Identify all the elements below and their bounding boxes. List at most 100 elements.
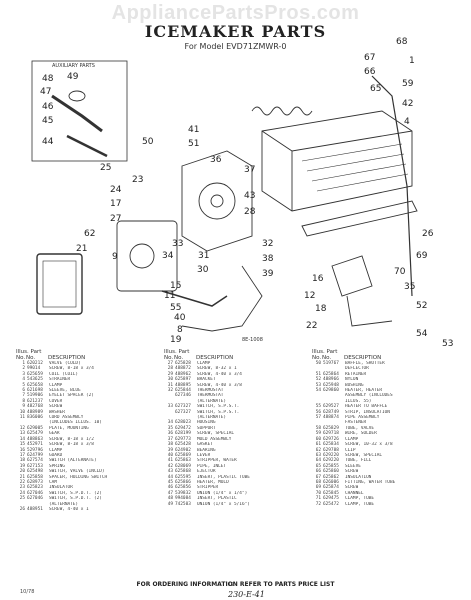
- part-description: DEFLECTOR: [345, 366, 369, 372]
- part-number: 629788: [323, 447, 339, 453]
- part-description: SPACER, HOLDING SWITCH: [49, 474, 108, 480]
- part-description: GASKET: [197, 442, 213, 448]
- valve-tube-shape: [346, 295, 393, 327]
- illus-no: 4: [22, 377, 25, 383]
- part-description: COVER: [49, 398, 63, 404]
- part-description: EYELET SPACER (2): [49, 393, 94, 399]
- part-number: 624799: [27, 452, 43, 458]
- illus-no: 16: [19, 447, 25, 453]
- part-description: SWITCH (ALTERNATE): [49, 458, 97, 464]
- cam-shape: [129, 243, 155, 269]
- part-number: 625869: [175, 452, 191, 458]
- part-number: 488872: [175, 366, 191, 372]
- part-number: 625823: [27, 485, 43, 491]
- lever-shape: [161, 290, 228, 307]
- part-number: 624902: [175, 447, 191, 453]
- part-description: GUARD: [49, 452, 63, 458]
- part-description: NYLON: [345, 377, 359, 383]
- illus-no: 68: [315, 479, 321, 485]
- callout-47: 47: [40, 87, 51, 97]
- callout-51: 51: [188, 139, 199, 149]
- part-number: 742503: [175, 501, 191, 507]
- illus-no: 58: [315, 425, 321, 431]
- callout-12: 12: [304, 291, 315, 301]
- illus-no: 28: [167, 366, 173, 372]
- part-description: SCREW, 4-40 x 3/8: [197, 382, 242, 388]
- part-description: GEAR: [49, 431, 60, 437]
- handwritten-note: 230-E-41: [228, 590, 265, 599]
- callout-43: 43: [244, 191, 255, 201]
- part-number: 625864: [323, 371, 339, 377]
- part-number: 488951: [27, 506, 43, 512]
- part-number: 628749: [323, 409, 339, 415]
- part-number: 625428: [175, 442, 191, 448]
- part-number: 488863: [27, 436, 43, 442]
- part-description: WASHER: [49, 409, 65, 415]
- part-description: BEARING: [197, 447, 216, 453]
- part-description: CAM: [49, 479, 57, 485]
- part-description: SCREW, SPECIAL: [197, 431, 235, 437]
- illus-no: 12: [19, 425, 25, 431]
- part-number: 625948: [323, 382, 339, 388]
- illus-no: 14: [19, 436, 25, 442]
- inlet-tube-shape: [51, 94, 103, 133]
- mold-assembly-shape: [261, 110, 413, 212]
- part-number: 539832: [175, 490, 191, 496]
- part-description: BAFFLE, SHUTTER: [345, 361, 385, 366]
- part-number: 625862: [323, 474, 339, 480]
- mold-top-edge: [261, 130, 413, 152]
- illus-no: 52: [315, 377, 321, 383]
- part-description: SPRING: [49, 463, 65, 469]
- illus-no: 55: [315, 404, 321, 410]
- part-description: PIPE, INLET: [197, 463, 227, 469]
- part-description: SCREW: [345, 469, 359, 475]
- callout-11: 11: [164, 291, 175, 301]
- union-shape: [66, 134, 108, 158]
- housing-shape: [181, 150, 253, 252]
- part-description: PIPE ASSEMBLY: [345, 415, 380, 421]
- model-subtitle: For Model EVD71ZMWR-0: [184, 42, 287, 51]
- site-watermark: AppliancePartsPros.com: [111, 2, 360, 24]
- footnote: 10/78: [20, 589, 35, 595]
- callout-34: 34: [162, 251, 174, 261]
- part-description: PLATE, MOUNTING: [49, 425, 89, 431]
- part-description: CORD ASSEMBLY: [49, 415, 84, 421]
- illus-no: 30: [167, 377, 173, 383]
- illus-no: 35: [167, 425, 173, 431]
- part-description: SLEEVE, BLUE: [49, 388, 81, 394]
- part-description: LEVER: [197, 452, 211, 458]
- illus-no: 10: [19, 409, 25, 415]
- part-number: 529796: [27, 447, 43, 453]
- callout-35: 35: [404, 282, 415, 292]
- illus-no: 69: [315, 485, 321, 491]
- part-number: 488895: [175, 382, 191, 388]
- callout-17: 17: [110, 199, 121, 209]
- part-description: CHANNEL: [345, 490, 364, 496]
- part-description: SCREW, 8-18 x 1/2: [49, 436, 94, 442]
- part-description: SCREW, 4-40 x 3/4: [197, 371, 242, 377]
- callout-52: 52: [416, 301, 427, 311]
- illus-no: 2: [22, 366, 25, 372]
